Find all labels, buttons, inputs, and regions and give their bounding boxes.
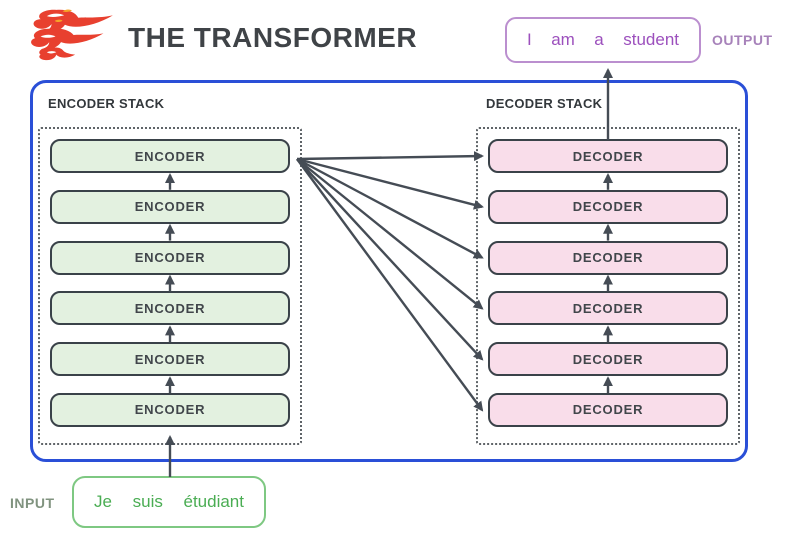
encoder-block: ENCODER (50, 139, 290, 173)
decoder-stack-label: DECODER STACK (486, 96, 602, 111)
decoder-block: DECODER (488, 342, 728, 376)
encoder-stack: ENCODER ENCODER ENCODER ENCODER ENCODER ENCOD… (50, 139, 290, 427)
encoder-block: ENCODER (50, 241, 290, 275)
output-label: OUTPUT (712, 32, 773, 48)
output-token: student (623, 30, 679, 50)
encoder-block: ENCODER (50, 393, 290, 427)
input-token: suis (133, 492, 163, 512)
encoder-block: ENCODER (50, 342, 290, 376)
encoder-block: ENCODER (50, 190, 290, 224)
decoder-block: DECODER (488, 393, 728, 427)
output-token: am (551, 30, 575, 50)
decoder-block: DECODER (488, 139, 728, 173)
input-sentence-box: Je suis étudiant (72, 476, 266, 528)
decoder-stack: DECODER DECODER DECODER DECODER DECODER DECOD… (488, 139, 728, 427)
flame-logo-icon (28, 6, 116, 64)
decoder-block: DECODER (488, 190, 728, 224)
decoder-block: DECODER (488, 241, 728, 275)
input-token: Je (94, 492, 112, 512)
encoder-block: ENCODER (50, 291, 290, 325)
page-title: THE TRANSFORMER (128, 22, 417, 54)
output-sentence-box: Iama student (505, 17, 701, 63)
encoder-stack-label: ENCODER STACK (48, 96, 164, 111)
input-label: INPUT (10, 495, 55, 511)
output-token: a (594, 30, 603, 50)
input-token: étudiant (183, 492, 244, 512)
decoder-block: DECODER (488, 291, 728, 325)
output-token: I (527, 30, 532, 50)
